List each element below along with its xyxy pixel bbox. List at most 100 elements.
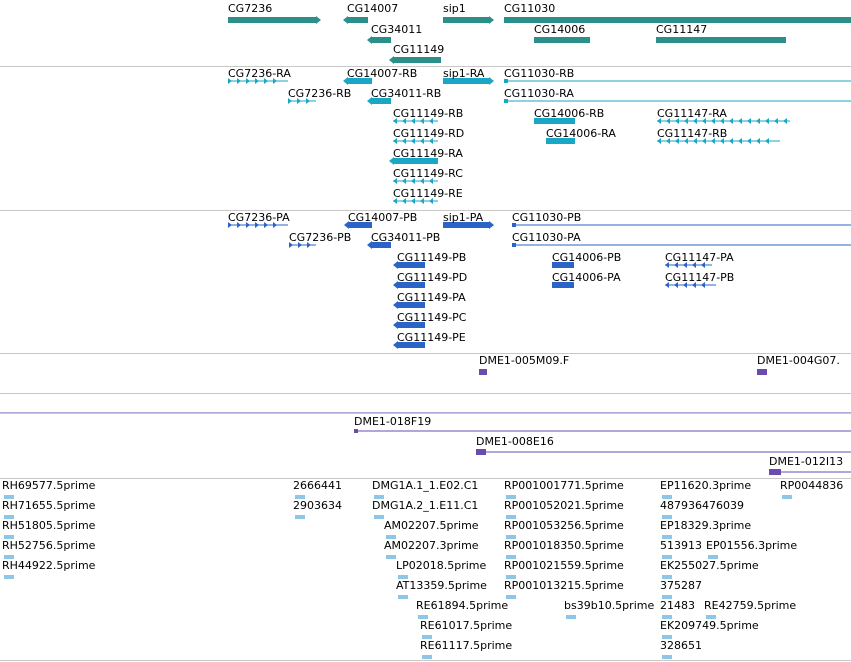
exon-cg11147-ra[interactable] xyxy=(747,118,751,124)
exon-cg11147-ra[interactable] xyxy=(693,118,697,124)
protein-label-cg7236-pb[interactable]: CG7236-PB xyxy=(289,231,352,244)
exon-cg11149-re[interactable] xyxy=(420,198,424,204)
gene-label-cg34011[interactable]: CG34011 xyxy=(371,23,423,36)
exon-cg11149-ra-arrow-icon[interactable] xyxy=(389,157,394,165)
est-label-2666441[interactable]: 2666441 xyxy=(293,479,342,492)
bac-label-dme1-018f19[interactable]: DME1-018F19 xyxy=(354,415,432,428)
est-label-rp001018350-5prime[interactable]: RP001018350.5prime xyxy=(504,539,624,552)
exon-cg14006-ra[interactable] xyxy=(546,138,575,144)
transcript-label-cg11149-rb[interactable]: CG11149-RB xyxy=(393,107,464,120)
exon-cg14007-pb-arrow-icon[interactable] xyxy=(344,221,349,229)
protein-label-cg14006-pa[interactable]: CG14006-PA xyxy=(552,271,621,284)
protein-label-cg11149-pb[interactable]: CG11149-PB xyxy=(397,251,467,264)
est-label-rh44922-5prime[interactable]: RH44922.5prime xyxy=(2,559,96,572)
exon-cg11149-rd[interactable] xyxy=(429,138,433,144)
transcript-label-cg11149-ra[interactable]: CG11149-RA xyxy=(393,147,463,160)
est-glyph-rp001018350-5prime[interactable] xyxy=(506,555,516,559)
protein-label-sip1-pa[interactable]: sip1-PA xyxy=(443,211,484,224)
transcript-label-cg14006-ra[interactable]: CG14006-RA xyxy=(546,127,616,140)
gene-glyph-cg14007[interactable] xyxy=(347,17,368,23)
transcript-label-cg11030-rb[interactable]: CG11030-RB xyxy=(504,67,575,80)
est-label-487936476039[interactable]: 487936476039 xyxy=(660,499,744,512)
exon-cg11149-pa-arrow-icon[interactable] xyxy=(393,301,398,309)
est-label-ep01556-3prime[interactable]: EP01556.3prime xyxy=(706,539,798,552)
exon-cg11030-ra[interactable] xyxy=(504,99,508,103)
est-glyph-2903634[interactable] xyxy=(295,515,305,519)
exon-cg7236-pb[interactable] xyxy=(289,242,293,248)
exon-cg34011-pb[interactable] xyxy=(371,242,391,248)
est-label-21483[interactable]: 21483 xyxy=(660,599,695,612)
est-glyph-re61017-5prime[interactable] xyxy=(422,635,432,639)
exon-cg34011-rb-arrow-icon[interactable] xyxy=(367,97,372,105)
exon-cg11147-rb[interactable] xyxy=(684,138,688,144)
gene-glyph-cg11030[interactable] xyxy=(504,17,851,23)
est-glyph-ep01556-3prime[interactable] xyxy=(708,555,718,559)
exon-cg11147-rb[interactable] xyxy=(756,138,760,144)
est-label-lp02018-5prime[interactable]: LP02018.5prime xyxy=(396,559,487,572)
protein-label-cg11147-pb[interactable]: CG11147-PB xyxy=(665,271,735,284)
exon-cg11149-rb[interactable] xyxy=(420,118,424,124)
gene-glyph-cg7236[interactable] xyxy=(228,17,316,23)
exon-cg11147-rb[interactable] xyxy=(666,138,670,144)
est-label-dmg1a-2-1-e11-c1[interactable]: DMG1A.2_1.E11.C1 xyxy=(372,499,479,512)
exon-cg7236-pb[interactable] xyxy=(307,242,311,248)
transcript-label-cg7236-rb[interactable]: CG7236-RB xyxy=(288,87,352,100)
exon-cg11149-re[interactable] xyxy=(393,198,397,204)
est-label-re61117-5prime[interactable]: RE61117.5prime xyxy=(420,639,513,652)
exon-cg7236-ra[interactable] xyxy=(246,78,250,84)
exon-cg11149-rc[interactable] xyxy=(402,178,406,184)
est-glyph-dmg1a-2-1-e11-c1[interactable] xyxy=(374,515,384,519)
est-label-rh52756-5prime[interactable]: RH52756.5prime xyxy=(2,539,96,552)
est-label-328651[interactable]: 328651 xyxy=(660,639,702,652)
exon-cg7236-rb[interactable] xyxy=(306,98,310,104)
est-glyph-ek209749-5prime[interactable] xyxy=(662,635,672,639)
exon-cg11147-rb[interactable] xyxy=(738,138,742,144)
transcript-label-cg11147-rb[interactable]: CG11147-RB xyxy=(657,127,728,140)
exon-sip1-pa-arrow-icon[interactable] xyxy=(489,221,494,229)
gene-glyph-sip1[interactable] xyxy=(443,17,489,23)
est-glyph-rp001053256-5prime[interactable] xyxy=(506,535,516,539)
est-glyph-513913[interactable] xyxy=(662,555,672,559)
exon-cg11147-ra[interactable] xyxy=(765,118,769,124)
exon-cg7236-pa[interactable] xyxy=(273,222,277,228)
gene-glyph-sip1-arrow-icon[interactable] xyxy=(489,16,494,24)
est-glyph-rh51805-5prime[interactable] xyxy=(4,535,14,539)
exon-cg11030-rb[interactable] xyxy=(504,79,508,83)
exon-cg11149-pc-arrow-icon[interactable] xyxy=(393,321,398,329)
est-label-ep18329-3prime[interactable]: EP18329.3prime xyxy=(660,519,752,532)
clone-glyph-dme1-005m09-f[interactable] xyxy=(479,369,487,375)
exon-cg11149-rc[interactable] xyxy=(429,178,433,184)
transcript-label-cg11147-ra[interactable]: CG11147-RA xyxy=(657,107,727,120)
protein-label-cg11149-pe[interactable]: CG11149-PE xyxy=(397,331,466,344)
exon-cg7236-ra[interactable] xyxy=(255,78,259,84)
est-glyph-re42759-5prime[interactable] xyxy=(706,615,716,619)
est-glyph-rp0044836[interactable] xyxy=(782,495,792,499)
est-glyph-487936476039[interactable] xyxy=(662,515,672,519)
est-label-375287[interactable]: 375287 xyxy=(660,579,702,592)
gene-glyph-cg11149-arrow-icon[interactable] xyxy=(389,56,394,64)
protein-label-cg11149-pd[interactable]: CG11149-PD xyxy=(397,271,468,284)
clone-label-dme1-004g07[interactable]: DME1-004G07. xyxy=(757,354,840,367)
exon-cg7236-ra[interactable] xyxy=(228,78,232,84)
est-label-at13359-5prime[interactable]: AT13359.5prime xyxy=(396,579,487,592)
transcript-label-cg7236-ra[interactable]: CG7236-RA xyxy=(228,67,291,80)
protein-label-cg11149-pc[interactable]: CG11149-PC xyxy=(397,311,467,324)
exon-cg14006-pb[interactable] xyxy=(552,262,574,268)
gene-glyph-cg14006[interactable] xyxy=(534,37,590,43)
est-glyph-am02207-5prime[interactable] xyxy=(386,535,396,539)
gene-glyph-cg34011[interactable] xyxy=(371,37,391,43)
exon-cg11149-pc[interactable] xyxy=(397,322,425,328)
exon-cg11147-pa[interactable] xyxy=(674,262,678,268)
exon-cg7236-ra[interactable] xyxy=(264,78,268,84)
est-label-bs39b10-5prime[interactable]: bs39b10.5prime xyxy=(564,599,655,612)
est-glyph-2666441[interactable] xyxy=(295,495,305,499)
est-glyph-rp001001771-5prime[interactable] xyxy=(506,495,516,499)
gene-label-cg11030[interactable]: CG11030 xyxy=(504,2,556,15)
exon-cg11149-re[interactable] xyxy=(429,198,433,204)
exon-cg7236-pa[interactable] xyxy=(246,222,250,228)
est-glyph-328651[interactable] xyxy=(662,655,672,659)
exon-cg14007-pb[interactable] xyxy=(348,222,372,228)
gene-label-sip1[interactable]: sip1 xyxy=(443,2,466,15)
est-glyph-rp001013215-5prime[interactable] xyxy=(506,595,516,599)
exon-cg11149-rc[interactable] xyxy=(420,178,424,184)
